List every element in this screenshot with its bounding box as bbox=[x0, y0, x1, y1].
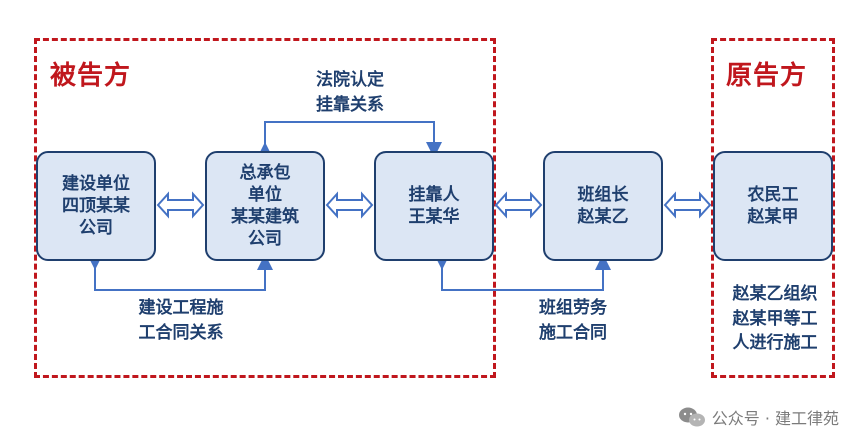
label-court-recognized: 法院认定 挂靠关系 bbox=[316, 70, 384, 115]
wechat-icon bbox=[678, 407, 705, 427]
defendant-zone-label: 被告方 bbox=[50, 61, 132, 91]
label-organization-note: 赵某乙组织 赵某甲等工 人进行施工 bbox=[732, 284, 818, 354]
node-migrant-worker: 农民工 赵某甲 bbox=[713, 151, 833, 261]
watermark-text: 公众号 · 建工律苑 bbox=[711, 409, 839, 428]
node-general-contractor: 总承包 单位 某某建筑 公司 bbox=[205, 151, 325, 261]
watermark: 公众号 · 建工律苑 bbox=[678, 405, 839, 429]
node-affiliated-person: 挂靠人 王某华 bbox=[374, 151, 494, 261]
double-arrow-3 bbox=[494, 191, 543, 219]
court-link-line bbox=[257, 121, 442, 158]
double-arrow-2 bbox=[325, 191, 374, 219]
double-arrow-4 bbox=[663, 191, 712, 219]
node-construction-unit: 建设单位 四顶某某 公司 bbox=[36, 151, 156, 261]
label-team-labor-contract: 班组劳务 施工合同 bbox=[539, 298, 607, 343]
plaintiff-zone-label: 原告方 bbox=[726, 61, 808, 91]
labor-link-line bbox=[434, 254, 611, 291]
node-team-leader: 班组长 赵某乙 bbox=[543, 151, 663, 261]
plaintiff-zone bbox=[711, 38, 835, 378]
defendant-zone bbox=[34, 38, 496, 378]
contract-link-line bbox=[87, 254, 273, 291]
double-arrow-1 bbox=[156, 191, 205, 219]
label-construction-contract: 建设工程施 工合同关系 bbox=[138, 298, 224, 343]
